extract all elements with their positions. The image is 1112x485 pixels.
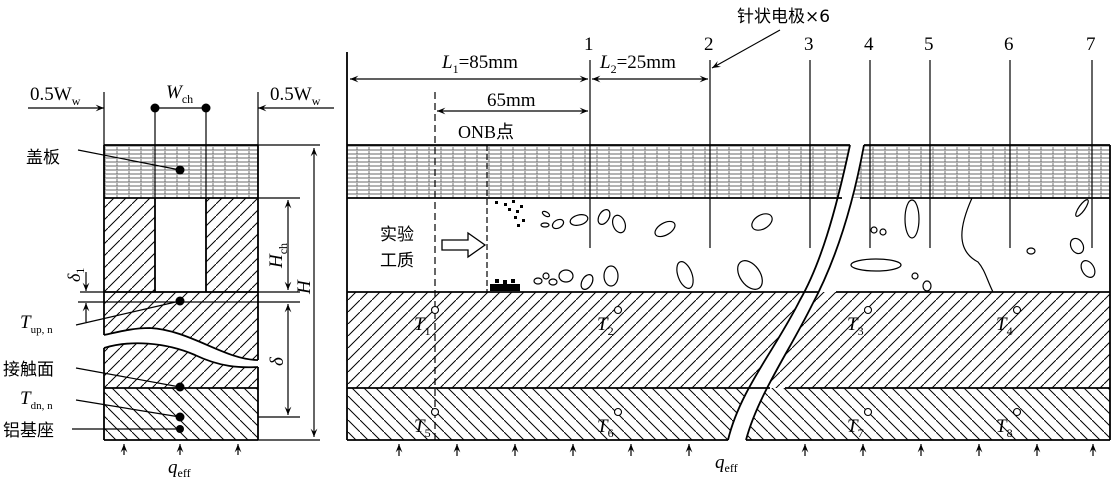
label-t6: T6 bbox=[597, 416, 614, 440]
cover-plate-long bbox=[347, 145, 1110, 198]
probe-4: 4 bbox=[864, 34, 874, 55]
copper-upper bbox=[104, 292, 258, 360]
label-q-eff-left: qeff bbox=[168, 457, 191, 480]
aluminum-base-long bbox=[347, 388, 1110, 440]
probe-lines bbox=[589, 60, 1093, 248]
flow-arrow-icon bbox=[441, 231, 487, 259]
label-q-eff-right: qeff bbox=[715, 452, 738, 475]
thermocouple-7-point bbox=[863, 407, 873, 417]
label-t3: T3 bbox=[847, 314, 864, 338]
bubbles bbox=[490, 200, 525, 291]
label-delta1: δ1 bbox=[64, 268, 87, 282]
label-t2: T2 bbox=[597, 314, 614, 338]
label-t5: T5 bbox=[414, 416, 431, 440]
thermocouple-8-point bbox=[1012, 407, 1022, 417]
channel-section-diagram: 1 2 3 4 5 6 7 针状电极×6 L1=85mm L2=25mm 65m… bbox=[346, 7, 1111, 475]
copper-lower bbox=[104, 343, 258, 388]
label-fluid-line2: 工质 bbox=[380, 251, 414, 271]
thermocouple-1-point bbox=[430, 305, 440, 315]
label-hch: Hch bbox=[266, 243, 290, 269]
unit-cell-diagram: 0.5Ww Wch 0.5Ww Hch H δ1 δ 盖板 Tup, n 接触面… bbox=[3, 82, 334, 480]
label-l1: L1=85mm bbox=[441, 52, 518, 76]
label-h: H bbox=[294, 279, 315, 295]
label-0.5ww-right: 0.5Ww bbox=[270, 84, 321, 108]
fin-right bbox=[206, 198, 258, 292]
label-l2: L2=25mm bbox=[599, 52, 676, 76]
label-onb-point: ONB点 bbox=[458, 122, 514, 142]
label-t7: T7 bbox=[847, 416, 864, 440]
thermocouple-2-point bbox=[613, 305, 623, 315]
label-0.5ww-left: 0.5Ww bbox=[30, 84, 81, 108]
label-delta: δ bbox=[267, 356, 288, 366]
thermocouple-6-point bbox=[613, 407, 623, 417]
heat-flux-arrows bbox=[395, 444, 1097, 456]
probe-3: 3 bbox=[804, 34, 814, 55]
label-t-dn: Tdn, n bbox=[20, 388, 53, 412]
probe-6: 6 bbox=[1004, 34, 1014, 55]
label-t-up: Tup, n bbox=[20, 312, 53, 336]
label-t8: T8 bbox=[996, 416, 1013, 440]
copper-block bbox=[347, 292, 1110, 388]
probe-1: 1 bbox=[584, 34, 594, 55]
probe-5: 5 bbox=[924, 34, 934, 55]
label-wch: Wch bbox=[166, 82, 193, 106]
thermocouple-5-point bbox=[430, 407, 440, 417]
label-contact-surface: 接触面 bbox=[3, 360, 54, 380]
label-needle-probes: 针状电极×6 bbox=[737, 7, 830, 27]
thermocouple-4-point bbox=[1012, 305, 1022, 315]
label-t1: T1 bbox=[414, 314, 431, 338]
label-65mm: 65mm bbox=[487, 90, 536, 111]
label-t4: T4 bbox=[996, 314, 1013, 338]
label-fluid-line1: 实验 bbox=[380, 225, 414, 245]
label-cover-plate: 盖板 bbox=[26, 148, 60, 168]
vapor-bubbles bbox=[533, 197, 1096, 293]
probe-7: 7 bbox=[1086, 34, 1096, 55]
probe-2: 2 bbox=[704, 34, 714, 55]
thermocouple-3-point bbox=[863, 305, 873, 315]
fin-left bbox=[104, 198, 155, 292]
label-aluminum-base: 铝基座 bbox=[3, 421, 54, 441]
